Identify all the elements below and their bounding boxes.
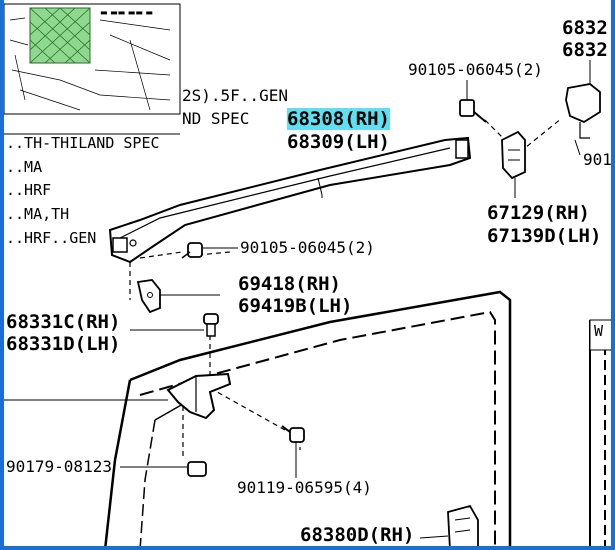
spec-item-5: ..HRF..GEN <box>6 229 97 247</box>
part-label-67139[interactable]: 67139D(LH) <box>487 225 602 247</box>
spec-item-4: ..MA,TH <box>6 205 70 223</box>
inset-spec-line-1: 2S).5F..GEN <box>182 86 288 105</box>
door-frame <box>103 290 606 550</box>
inset-thumbnail: ▬ ▬▬ ▬▬ ▬ <box>3 3 181 115</box>
part-label-901[interactable]: 901 <box>583 150 612 169</box>
nut-90179 <box>120 461 207 477</box>
bolt-90105-lower <box>181 242 203 259</box>
part-label-90119[interactable]: 90119-06595(4) <box>237 478 372 497</box>
spec-item-1: ..TH-THILAND SPEC <box>6 134 160 152</box>
callout-label-w: W <box>594 322 604 340</box>
frame-bottom-edge <box>0 546 615 550</box>
spec-item-2: ..MA <box>6 158 43 176</box>
bolt-90119 <box>281 425 305 478</box>
part-label-6832-a[interactable]: 6832 <box>562 17 608 39</box>
part-label-69418[interactable]: 69418(RH) <box>238 273 341 295</box>
part-label-68331d[interactable]: 68331D(LH) <box>6 333 121 355</box>
part-label-67129[interactable]: 67129(RH) <box>487 202 590 224</box>
frame-left-edge <box>0 0 4 550</box>
bracket-67129 <box>501 130 526 198</box>
part-6832 <box>565 60 601 156</box>
stud-68331 <box>130 313 219 337</box>
part-label-90105-upper[interactable]: 90105-06045(2) <box>408 60 543 79</box>
spec-item-3: ..HRF <box>6 181 52 199</box>
hinge-bracket <box>4 372 232 420</box>
callout-box <box>589 319 615 351</box>
frame-right-edge <box>611 0 615 550</box>
part-label-6832-b[interactable]: 6832 <box>562 39 608 61</box>
clip-69418 <box>136 279 220 314</box>
roof-rail <box>108 136 472 264</box>
part-label-68308[interactable]: 68308(RH) <box>287 108 390 130</box>
bolt-90105-upper <box>459 80 487 123</box>
hinge-68380 <box>419 504 479 550</box>
part-label-68331c[interactable]: 68331C(RH) <box>6 311 121 333</box>
part-label-90179[interactable]: 90179-08123 <box>6 457 112 476</box>
part-label-69419[interactable]: 69419B(LH) <box>238 295 353 317</box>
part-label-68309[interactable]: 68309(LH) <box>287 131 390 153</box>
inset-spec-line-2: ND SPEC <box>182 109 250 128</box>
svg-text:▬ ▬▬ ▬▬ ▬: ▬ ▬▬ ▬▬ ▬ <box>100 8 153 17</box>
part-label-68380[interactable]: 68380D(RH) <box>300 524 415 546</box>
part-label-90105-lower[interactable]: 90105-06045(2) <box>240 238 375 257</box>
